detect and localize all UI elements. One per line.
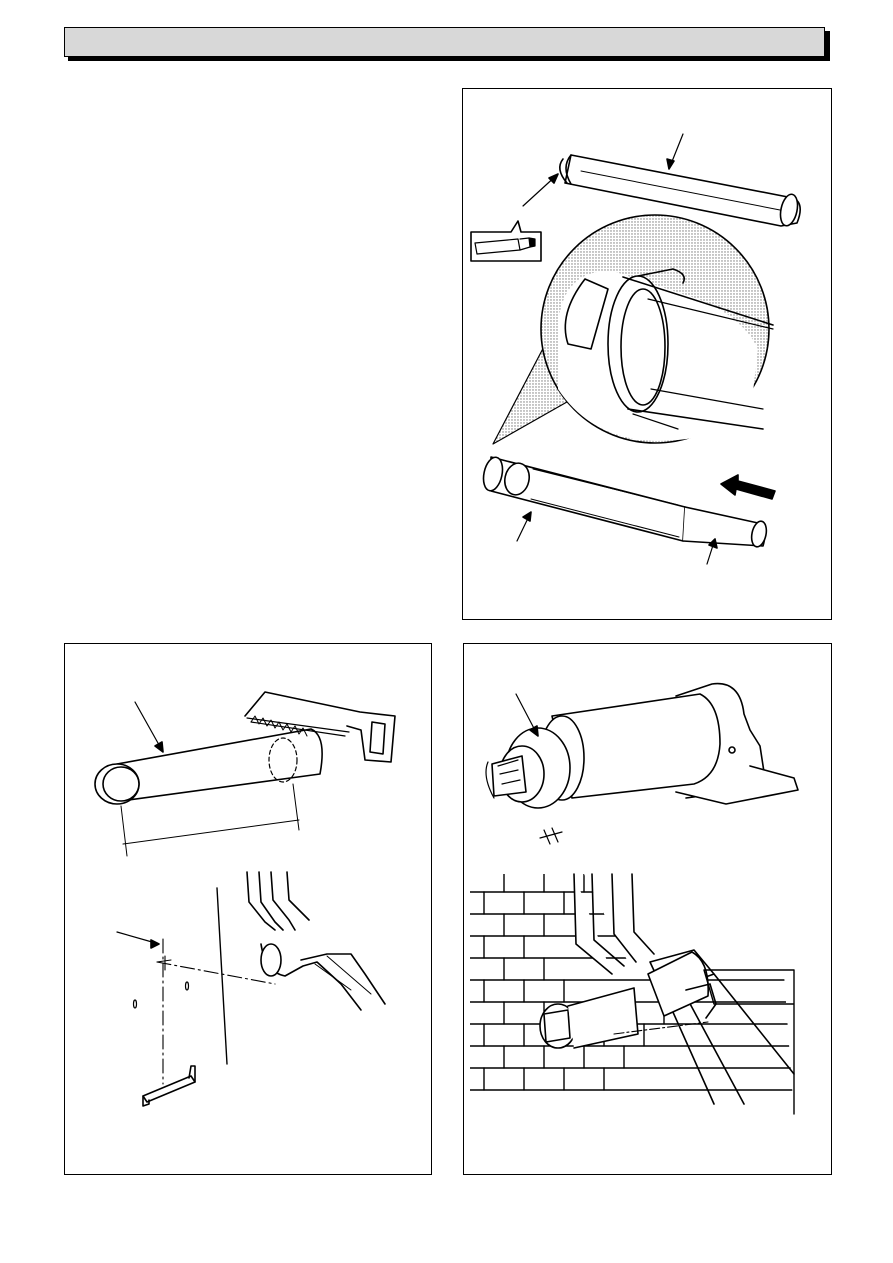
wall-mark-icon <box>132 981 190 1009</box>
header-shadow <box>825 31 830 61</box>
push-arrow-icon <box>720 474 776 500</box>
hacksaw-icon <box>244 691 396 763</box>
section-header-bar <box>64 27 825 57</box>
flue-pipe-icon <box>559 154 801 227</box>
flue-pipe-icon <box>94 728 323 805</box>
sealant-tube-icon <box>470 220 542 262</box>
cut-pipe-drawing <box>94 691 396 1107</box>
header-shadow-bottom <box>68 57 830 61</box>
pipe-assembly-drawing <box>470 133 801 565</box>
illustration-panel-cut-pipe <box>64 643 432 1175</box>
flue-pipe-icon <box>482 456 768 548</box>
terminal-assembly-icon <box>485 682 799 809</box>
illustration-panel-pipe-assembly <box>462 88 832 620</box>
illustration-panel-terminal-wall <box>463 643 832 1175</box>
terminal-assembly-icon <box>539 951 717 1049</box>
magnifier-detail-icon <box>492 214 774 445</box>
ducting-icon <box>246 871 386 1011</box>
terminal-wall-drawing <box>470 682 799 1115</box>
brick-wall-icon <box>470 874 794 1091</box>
wall-bracket-icon <box>142 1065 196 1107</box>
